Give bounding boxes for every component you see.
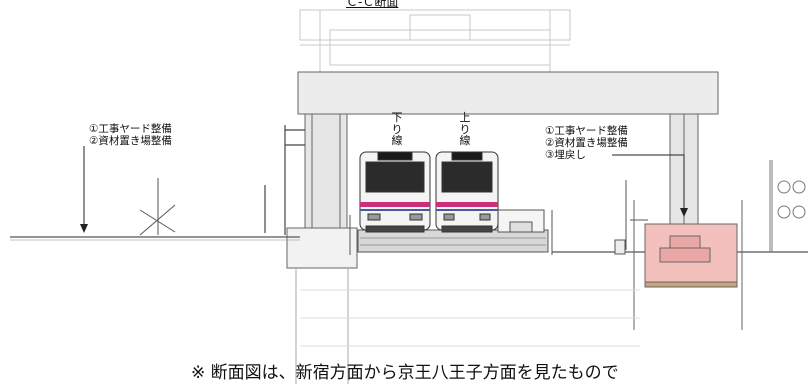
left-pier bbox=[286, 113, 358, 384]
up-line-label: 上り線 bbox=[459, 111, 471, 147]
section-title: Ｃ-Ｃ断面 bbox=[346, 0, 399, 9]
right-annotation-line-2: ②資材置き場整備 bbox=[545, 137, 628, 149]
right-annotation-leader bbox=[612, 154, 685, 210]
viaduct-beam bbox=[297, 71, 719, 115]
right-annotation-line-3: ③埋戻し bbox=[545, 149, 586, 161]
train-up-line bbox=[435, 151, 499, 233]
right-wall bbox=[769, 160, 806, 252]
right-annotation-line-1: ①工事ヤード整備 bbox=[545, 125, 628, 137]
excavation-pit bbox=[633, 200, 743, 330]
ground-layers bbox=[300, 289, 640, 347]
platform-box bbox=[497, 209, 545, 233]
left-annotation-line-1: ①工事ヤード整備 bbox=[89, 123, 172, 135]
upper-structure bbox=[299, 9, 571, 72]
down-line-label: 下り線 bbox=[391, 111, 403, 147]
left-fence bbox=[139, 178, 176, 236]
left-utility-pole bbox=[264, 125, 305, 235]
right-fence bbox=[614, 180, 648, 255]
train-down-line bbox=[359, 151, 431, 233]
left-annotation-line-2: ②資材置き場整備 bbox=[89, 135, 172, 147]
footnote: ※ 断面図は、新宿方面から京王八王子方面を見たもので bbox=[191, 363, 619, 383]
